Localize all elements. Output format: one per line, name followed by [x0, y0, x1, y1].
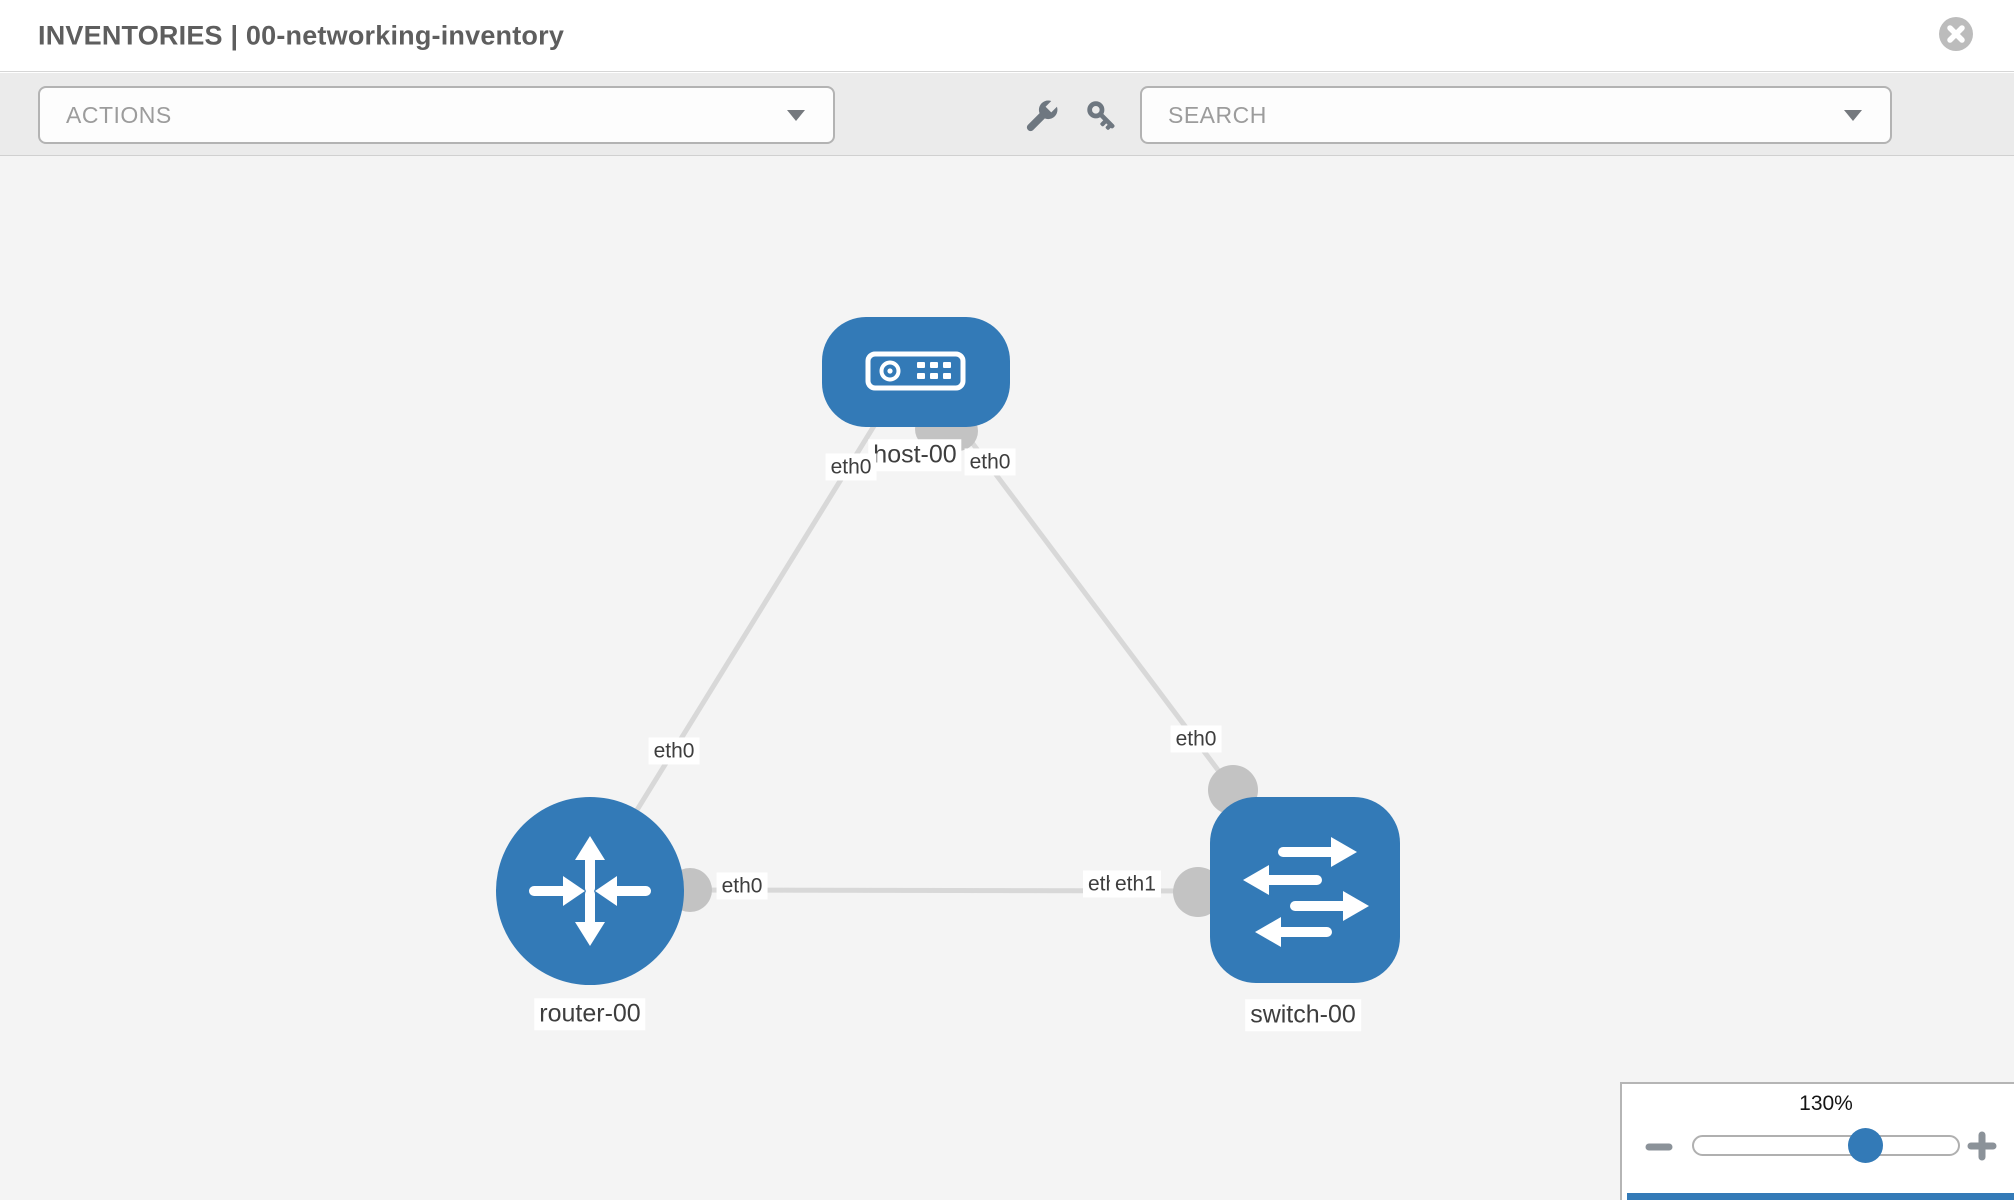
- plus-icon: [1967, 1131, 1997, 1161]
- node-router[interactable]: [496, 797, 684, 985]
- close-icon: [1939, 17, 1973, 51]
- interface-label-host-left: eth0: [825, 453, 877, 481]
- zoom-out-button[interactable]: [1640, 1128, 1678, 1166]
- chevron-down-icon: [1844, 110, 1862, 121]
- zoom-level-value: 130%: [1799, 1092, 1853, 1115]
- interface-label-router-uplink: eth0: [648, 737, 700, 765]
- host-icon: [865, 351, 966, 391]
- actions-dropdown-label: ACTIONS: [66, 101, 172, 128]
- node-label-switch: switch-00: [1245, 999, 1361, 1031]
- node-label-host: host-00: [868, 439, 962, 471]
- page-title: INVENTORIES | 00-networking-inventory: [38, 20, 565, 50]
- key-icon: [1087, 101, 1115, 130]
- toolbar: ACTIONS SEARCH: [0, 73, 2014, 156]
- interface-label-host-right: eth0: [964, 448, 1016, 476]
- zoom-slider-thumb[interactable]: [1848, 1128, 1883, 1163]
- chevron-down-icon: [787, 110, 805, 121]
- search-dropdown[interactable]: SEARCH: [1140, 86, 1892, 144]
- zoom-slider-track[interactable]: [1692, 1135, 1960, 1156]
- node-switch[interactable]: [1210, 797, 1400, 983]
- key-panel-edge: [1627, 1193, 2014, 1200]
- node-host[interactable]: [822, 317, 1010, 427]
- node-label-router: router-00: [534, 998, 646, 1030]
- switch-icon: [1243, 837, 1369, 947]
- interface-label-switch-eth1: eth1: [1110, 870, 1161, 898]
- minus-icon: [1645, 1143, 1673, 1151]
- search-dropdown-label: SEARCH: [1168, 101, 1267, 128]
- wrench-icon: [1026, 99, 1059, 132]
- header: INVENTORIES | 00-networking-inventory: [0, 0, 2014, 72]
- zoom-in-button[interactable]: [1962, 1126, 2002, 1166]
- actions-dropdown[interactable]: ACTIONS: [38, 86, 835, 144]
- credentials-button[interactable]: [1080, 94, 1126, 140]
- interface-label-switch-uplink: eth0: [1170, 725, 1222, 753]
- configure-button[interactable]: [1018, 94, 1064, 140]
- router-icon: [529, 836, 651, 946]
- close-button[interactable]: [1938, 16, 1974, 52]
- interface-label-router-eth0: eth0: [716, 872, 768, 900]
- topology-canvas[interactable]: [0, 156, 2014, 1200]
- zoom-panel: 130%: [1620, 1082, 2014, 1200]
